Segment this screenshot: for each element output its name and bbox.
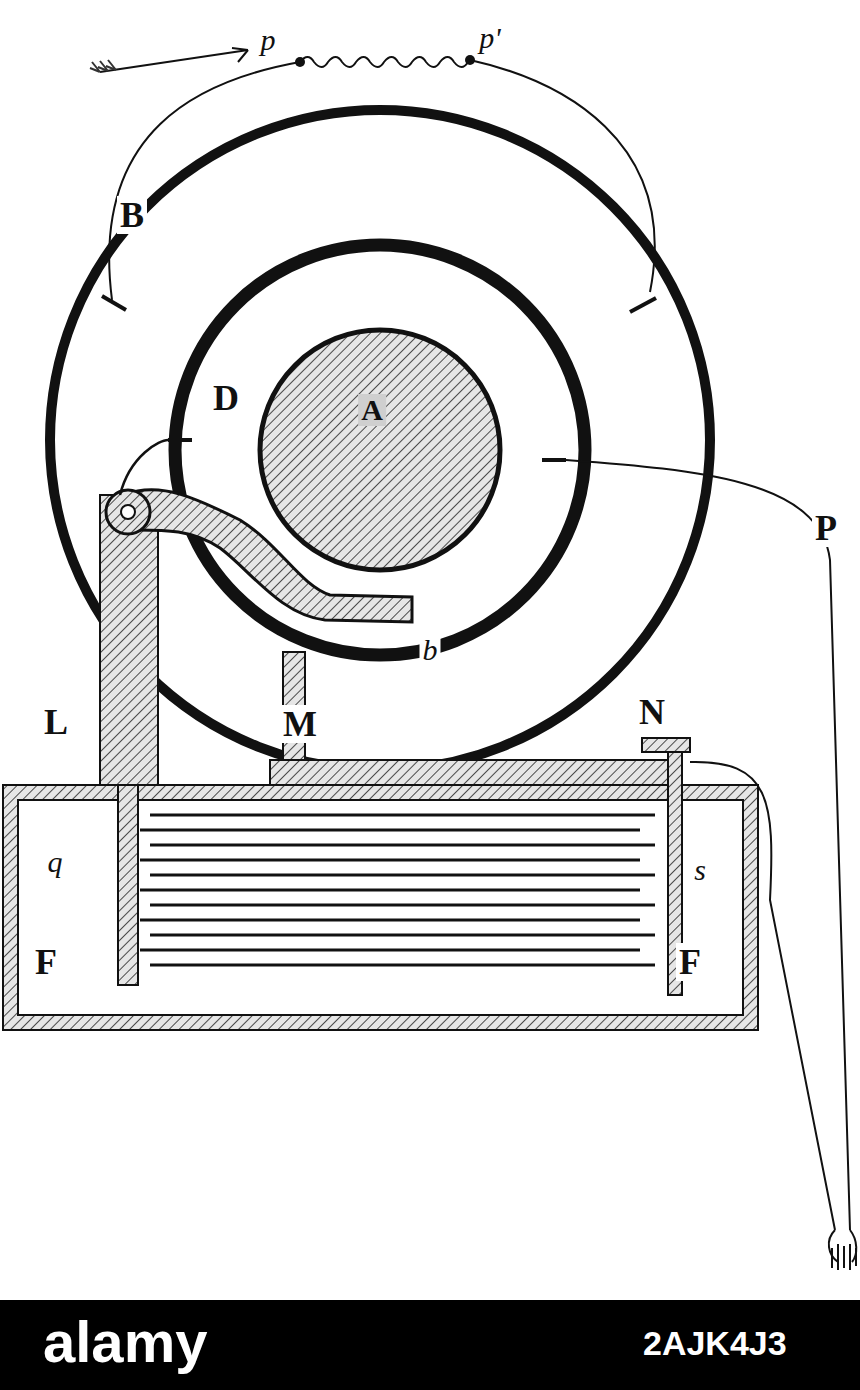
label-letter: P — [812, 509, 840, 547]
label-letter: q — [45, 846, 66, 878]
label-letter: B — [117, 196, 147, 234]
label-letter: p — [258, 24, 279, 56]
label-letter: F — [32, 943, 60, 981]
label-letter: D — [210, 379, 242, 417]
watermark: alamy — [40, 1312, 210, 1372]
label-letter: F — [676, 943, 704, 981]
image-id: 2AJK4J3 — [640, 1325, 790, 1361]
label-letter: p' — [476, 22, 503, 54]
label-letter: s — [691, 854, 709, 886]
label-letter: L — [41, 703, 71, 741]
label-letter: A — [358, 394, 386, 426]
label-letter: M — [280, 705, 320, 743]
label-letter: b — [420, 634, 441, 666]
label-letter: N — [636, 693, 668, 731]
